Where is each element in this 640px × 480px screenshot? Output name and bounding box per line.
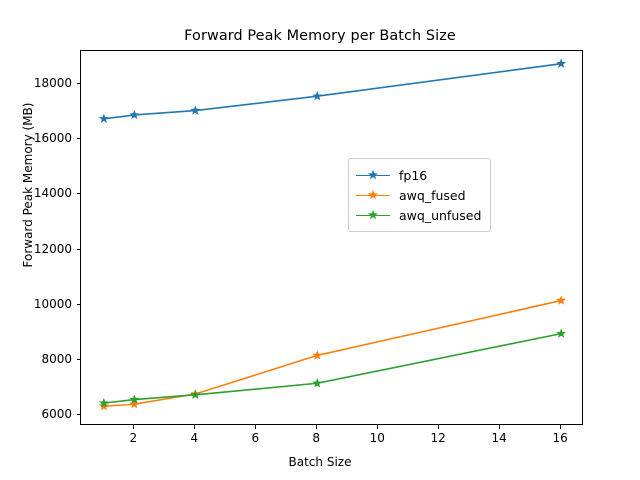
y-tick-mark [76,138,80,140]
y-tick-mark [76,413,80,415]
x-tick-label: 14 [491,431,507,445]
y-tick-label: 10000 [33,296,72,311]
x-tick-mark [194,425,196,429]
legend-swatch-icon [356,169,390,181]
series-line-awq_unfused [103,332,562,404]
y-axis-label: Forward Peak Memory (MB) [21,102,35,268]
legend-star-icon [368,209,378,220]
data-point-marker [312,91,323,101]
legend-label: awq_fused [399,187,466,203]
legend-label: fp16 [399,167,428,183]
legend-box: fp16 awq_fused awq_unfused [348,158,492,232]
legend-swatch-icon [356,189,390,201]
data-point-marker [129,109,140,120]
y-tick-mark [76,248,80,250]
series-layer [98,58,567,411]
x-tick-mark [560,425,562,429]
plot-frame [80,50,583,425]
x-tick-label: 6 [251,431,260,445]
data-point-marker [98,400,109,411]
y-tick-mark [76,358,80,360]
x-tick-label: 12 [430,431,446,445]
y-tick-label: 12000 [33,241,72,256]
data-point-marker [312,350,323,360]
x-tick-mark [133,425,135,429]
data-point-marker [556,295,567,305]
x-axis-label: Batch Size [288,455,352,469]
data-point-marker [556,58,567,68]
x-tick-label: 2 [129,431,138,445]
y-tick-label: 14000 [33,186,72,201]
legend-item-awq_fused[interactable]: awq_fused [356,185,481,205]
data-point-marker [312,378,323,388]
x-tick-mark [499,425,501,429]
chart-title: Forward Peak Memory per Batch Size [184,28,456,44]
y-tick-mark [76,83,80,85]
y-tick-mark [76,303,80,305]
series-line-fp16 [103,62,562,120]
data-point-marker [129,399,140,409]
x-tick-mark [316,425,318,429]
data-point-marker [190,105,201,115]
x-tick-label: 8 [312,431,321,445]
data-point-marker [98,397,109,408]
y-tick-label: 18000 [33,76,72,91]
data-point-marker [556,328,567,338]
x-tick-mark [438,425,440,429]
legend-label: awq_unfused [399,207,482,223]
data-point-marker [190,389,201,400]
legend-swatch-icon [356,209,390,221]
x-tick-label: 10 [369,431,385,445]
x-tick-mark [255,425,257,429]
data-point-marker [129,394,140,404]
series-line-awq_fused [103,299,562,407]
y-tick-mark [76,193,80,195]
y-tick-label: 6000 [41,406,72,421]
legend-star-icon [368,189,378,200]
data-point-marker [98,113,109,124]
y-tick-label: 8000 [41,351,72,366]
legend-item-awq_unfused[interactable]: awq_unfused [356,205,481,225]
legend-star-icon [368,169,378,180]
x-tick-mark [377,425,379,429]
x-tick-label: 4 [190,431,199,445]
y-tick-label: 16000 [33,131,72,146]
plot-area [98,58,567,411]
x-tick-label: 16 [552,431,568,445]
legend-item-fp16[interactable]: fp16 [356,165,481,185]
